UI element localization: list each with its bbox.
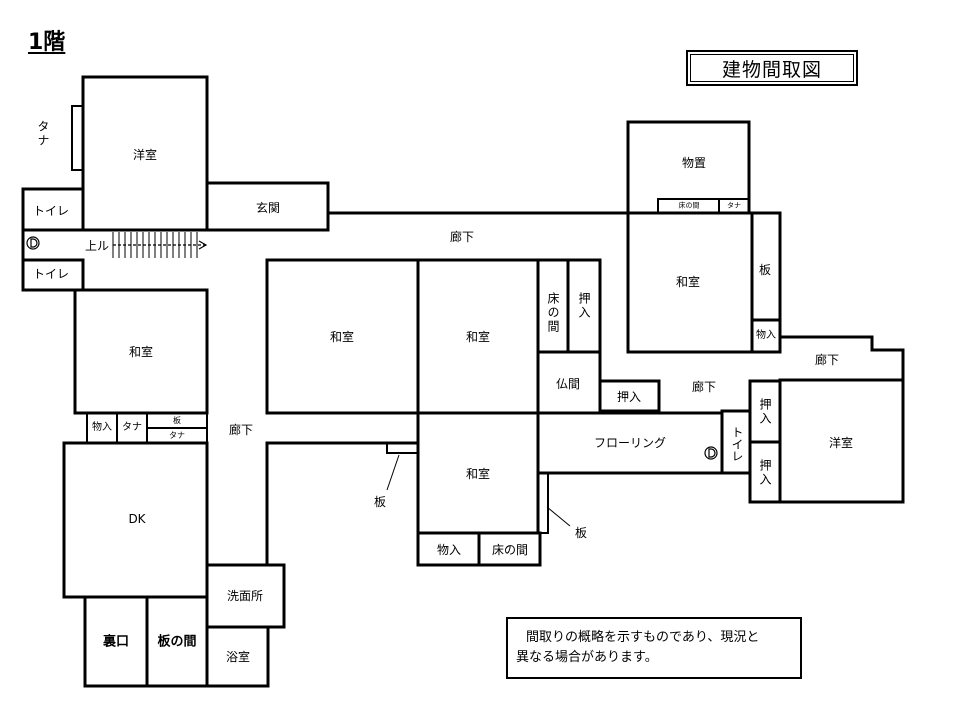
wall-corridor-east <box>780 335 905 380</box>
room-label-board-strip: 板 <box>574 526 588 540</box>
room-label-storage-west: 物入 <box>92 422 112 433</box>
toilet-fixture-icon <box>26 236 40 250</box>
room-label-board-west: 板 <box>173 416 181 425</box>
room-outline-entrance <box>205 181 330 232</box>
room-label-tokonoma-south: 床の間 <box>491 543 529 557</box>
wall-corridor-west <box>265 441 418 565</box>
room-label-japanese-south: 和室 <box>465 467 491 481</box>
room-outline-tokonoma-south <box>477 531 542 567</box>
room-label-corridor-east: 廊下 <box>814 353 840 367</box>
room-label-shelf-west-small: タナ <box>169 431 185 440</box>
room-label-japanese-center-left: 和室 <box>329 330 355 344</box>
room-label-closet-center: 押入 <box>577 292 591 320</box>
room-label-tokonoma-center: 床の間 <box>546 292 560 334</box>
room-label-washroom: 洗面所 <box>226 589 264 603</box>
room-label-western-nw: 洋室 <box>132 148 158 162</box>
room-label-closet-east-lower: 押入 <box>758 459 772 487</box>
room-label-butsuma: 仏間 <box>555 377 581 391</box>
stairs-up-arrow-icon <box>113 240 208 250</box>
room-label-storeroom: 物置 <box>681 156 707 170</box>
room-label-shelf-nw: タナ <box>36 120 50 148</box>
room-label-toilet-lower: トイレ <box>32 267 70 281</box>
room-label-back-door: 裏口 <box>102 634 130 650</box>
stairs-label: 上ル <box>84 239 110 253</box>
plan-title: 建物間取図 <box>690 54 854 82</box>
room-label-board-room: 板の間 <box>157 634 197 650</box>
room-outline-board-corridor <box>386 442 419 454</box>
leader-line-board-strip <box>546 506 571 527</box>
room-label-corridor-center: 廊下 <box>691 380 717 394</box>
room-label-shelf-storeroom: タナ <box>727 201 741 210</box>
room-outline-closet-center-east <box>598 379 661 413</box>
room-label-closet-east-upper: 押入 <box>758 398 772 426</box>
room-label-tokonoma-storeroom: 床の間 <box>678 201 700 210</box>
room-label-bathroom: 浴室 <box>225 650 251 664</box>
room-label-corridor-west: 廊下 <box>228 423 254 437</box>
toilet-fixture-icon <box>704 446 718 460</box>
room-label-storage-south: 物入 <box>436 543 462 557</box>
disclaimer-note: 間取りの概略を示すものであり、現況と 異なる場合があります。 <box>506 617 802 679</box>
room-label-shelf-west: タナ <box>122 422 142 433</box>
shelf-outline-nw <box>71 105 84 171</box>
room-label-western-east: 洋室 <box>828 436 854 450</box>
leader-line-board-corridor <box>386 454 400 491</box>
room-label-board-east: 板 <box>758 263 772 277</box>
room-label-storage-east: 物入 <box>756 330 776 341</box>
room-label-japanese-west: 和室 <box>128 345 154 359</box>
room-outline-toilet-lower <box>21 258 85 292</box>
floor-label: 1階 <box>28 30 66 55</box>
room-label-board-corridor: 板 <box>373 495 387 509</box>
disclaimer-line-2: 異なる場合があります。 <box>516 650 658 665</box>
room-outline-western-east <box>778 378 905 504</box>
room-label-entrance: 玄関 <box>255 201 281 215</box>
disclaimer-line-1: 間取りの概略を示すものであり、現況と <box>526 630 760 645</box>
room-label-corridor-north: 廊下 <box>449 230 475 244</box>
room-label-japanese-center: 和室 <box>465 330 491 344</box>
room-label-japanese-east: 和室 <box>675 275 701 289</box>
room-label-flooring: フローリング <box>593 436 667 450</box>
room-outline-toilet-upper <box>21 187 85 232</box>
room-label-dk: DK <box>128 512 146 526</box>
plan-title-box: 建物間取図 <box>686 50 858 86</box>
room-label-toilet-east: トイレ <box>730 426 744 462</box>
room-outline-bathroom <box>205 625 270 688</box>
room-label-toilet-upper: トイレ <box>32 204 70 218</box>
room-label-closet-center-east: 押入 <box>616 390 642 404</box>
